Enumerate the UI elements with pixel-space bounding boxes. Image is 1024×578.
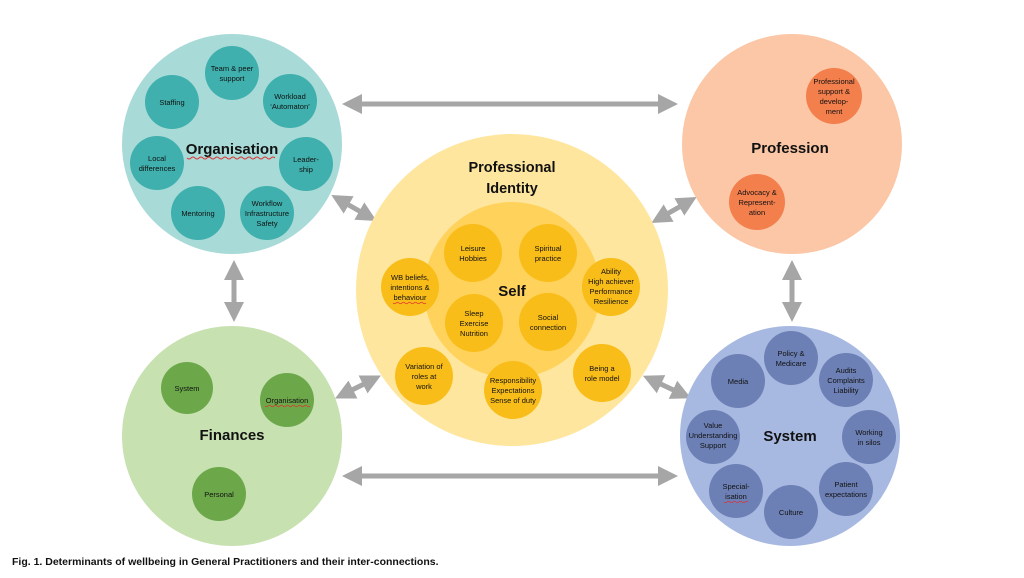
system-label-policy: Policy &Medicare — [776, 349, 807, 368]
finances-group: Finances System Organisation Personal — [122, 326, 342, 546]
self-item-spiritual — [519, 224, 577, 282]
organisation-label-mentoring: Mentoring — [181, 209, 214, 218]
self-item-variation — [395, 347, 453, 405]
self-item-sleep — [445, 294, 503, 352]
spellcheck-underline — [264, 404, 311, 408]
figure-caption: Fig. 1. Determinants of wellbeing in Gen… — [12, 556, 439, 568]
self-item-responsibility — [484, 361, 542, 419]
system-item-specialisation — [709, 464, 763, 518]
organisation-item-leadership — [279, 137, 333, 191]
self-label-wb-beliefs: WB beliefs,intentions &behaviour — [390, 273, 429, 302]
arrow-finances-identity — [335, 375, 381, 399]
finances-label-personal: Personal — [204, 490, 234, 499]
system-title: System — [763, 428, 816, 445]
organisation-item-local-differences — [130, 136, 184, 190]
system-item-policy — [764, 331, 818, 385]
self-item-role-model — [573, 344, 631, 402]
finances-item-personal — [192, 467, 246, 521]
organisation-item-team-peer-support — [205, 46, 259, 100]
organisation-item-staffing — [145, 75, 199, 129]
profession-title: Profession — [751, 140, 829, 157]
organisation-item-mentoring — [171, 186, 225, 240]
self-item-ability — [582, 258, 640, 316]
organisation-item-workload — [263, 74, 317, 128]
arrow-organisation-identity — [331, 195, 377, 221]
organisation-label-staffing: Staffing — [159, 98, 184, 107]
profession-label-advocacy: Advocacy &Represent-ation — [737, 188, 777, 217]
system-label-media: Media — [728, 377, 749, 386]
system-label-culture: Culture — [779, 508, 803, 517]
self-title: Self — [498, 283, 527, 300]
profession-item-support — [806, 68, 862, 124]
profession-item-advocacy — [729, 174, 785, 230]
arrow-profession-identity — [651, 197, 697, 223]
organisation-title: Organisation — [186, 141, 279, 158]
spellcheck-underline — [186, 156, 276, 160]
finances-title: Finances — [199, 427, 264, 444]
finances-label-system: System — [174, 384, 199, 393]
self-item-wb-beliefs — [381, 258, 439, 316]
finances-item-organisation — [260, 373, 314, 427]
organisation-label-workload: Workload‘Automaton’ — [270, 92, 310, 111]
finances-label-organisation: Organisation — [266, 396, 309, 405]
self-item-leisure — [444, 224, 502, 282]
spellcheck-underline — [723, 500, 749, 504]
system-item-culture — [764, 485, 818, 539]
system-item-audits — [819, 353, 873, 407]
self-item-social — [519, 293, 577, 351]
system-item-silos — [842, 410, 896, 464]
finances-item-system — [161, 362, 213, 414]
arrow-system-identity — [642, 375, 692, 399]
system-label-specialisation: Special-isation — [722, 482, 750, 501]
spellcheck-underline — [392, 301, 427, 305]
organisation-item-workflow — [240, 186, 294, 240]
system-item-patient — [819, 462, 873, 516]
system-item-value — [686, 410, 740, 464]
system-item-media — [711, 354, 765, 408]
organisation-label-leadership: Leader-ship — [293, 155, 319, 174]
connector-arrows — [224, 94, 802, 486]
